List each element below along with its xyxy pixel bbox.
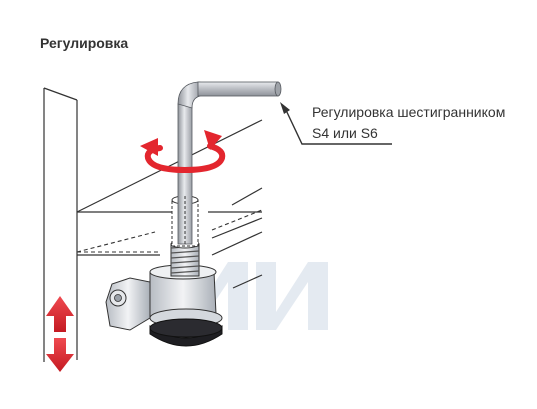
cabinet-hidden-edges <box>76 209 263 253</box>
callout-leader <box>280 102 392 145</box>
height-adjust-arrow-icon <box>46 296 74 372</box>
callout-label-line1: Регулировка шестигранником <box>312 104 505 120</box>
page-title: Регулировка <box>40 35 128 51</box>
cabinet-side-panel <box>43 87 78 362</box>
rotation-arrow-icon <box>140 130 226 174</box>
cabinet-bottom <box>76 119 263 289</box>
callout-label-line2: S4 или S6 <box>312 125 378 141</box>
hex-key <box>177 81 282 245</box>
adjustable-foot <box>105 195 223 347</box>
